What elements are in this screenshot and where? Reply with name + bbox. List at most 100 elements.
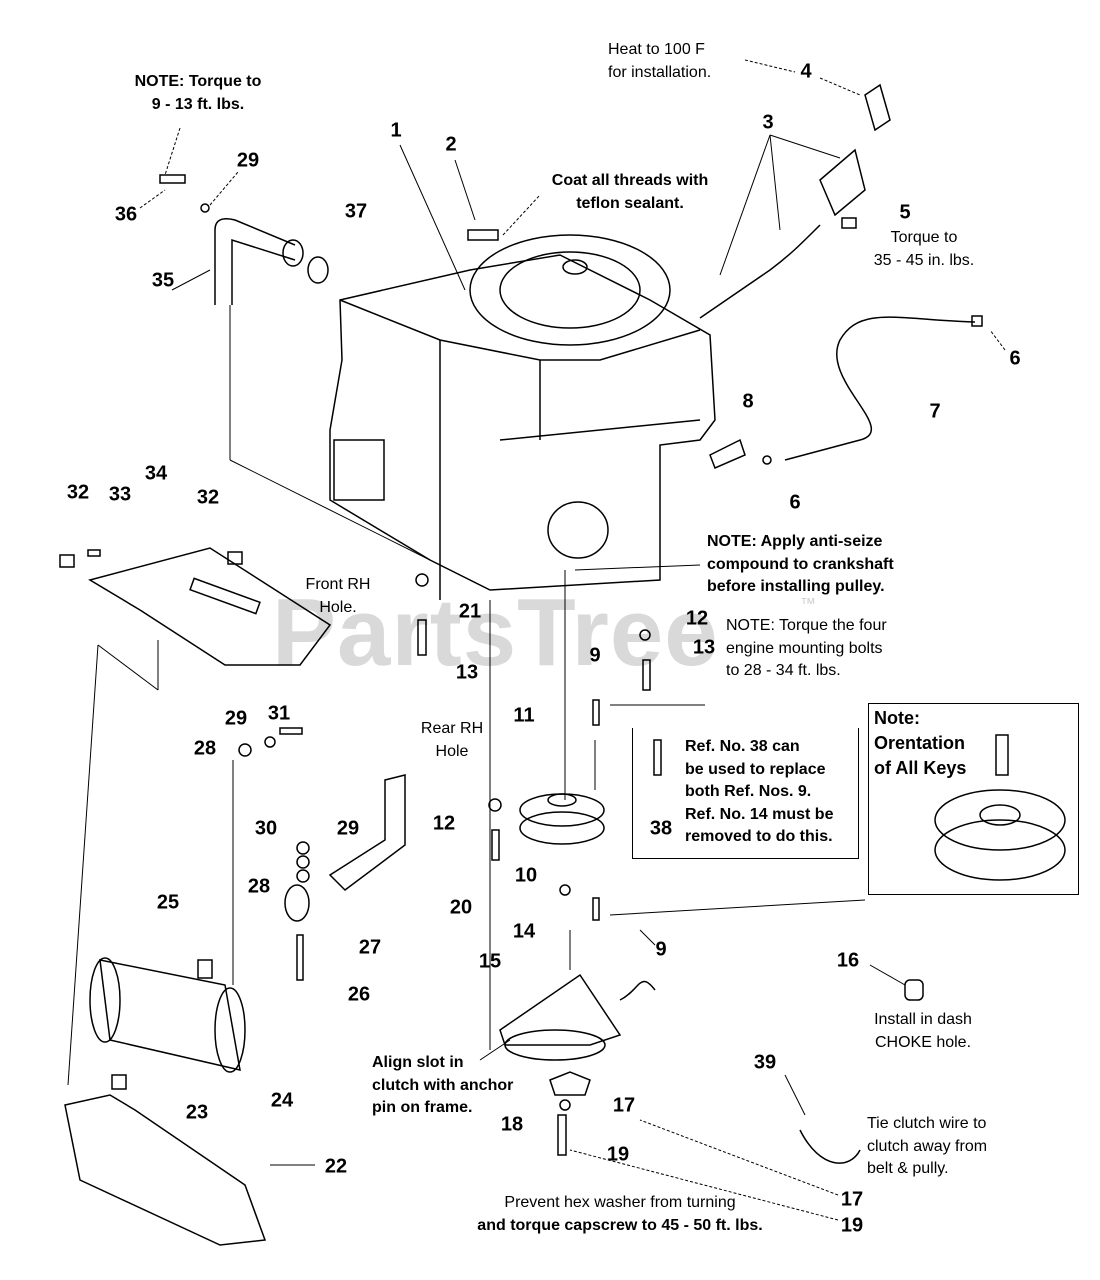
note-line: teflon sealant. (576, 194, 684, 212)
note-line: both Ref. Nos. 9. (685, 783, 812, 800)
hardware (59, 174, 983, 1164)
note-line: be used to replace (685, 760, 826, 778)
note-line: before installing pulley. (707, 578, 885, 595)
note-ref-38: Ref. No. 38 can be used to replace both … (685, 736, 833, 849)
note-rear-rh-hole: Rear RH Hole (421, 718, 483, 763)
note-line: Align slot in (372, 1054, 464, 1071)
callout-24: 24 (270, 1089, 294, 1112)
callout-6: 6 (789, 491, 801, 514)
callout-33: 33 (108, 483, 132, 506)
note-line: 9 - 13 ft. lbs. (151, 95, 245, 113)
callout-17: 17 (840, 1188, 864, 1211)
callout-38: 38 (649, 817, 673, 840)
note-hex-washer: Prevent hex washer from turning and torq… (477, 1192, 762, 1237)
callout-25: 25 (156, 891, 180, 914)
key-orientation-box (868, 703, 1079, 895)
note-line: and torque capscrew to 45 - 50 ft. lbs. (477, 1216, 763, 1234)
heat-shield-22 (64, 1094, 267, 1246)
callout-13: 13 (455, 661, 479, 684)
fuel-line-7 (784, 316, 976, 461)
note-line: CHOKE hole. (874, 1033, 972, 1051)
note-line: Tie clutch wire to (867, 1115, 987, 1132)
note-line: Front RH (305, 576, 371, 593)
callout-9: 9 (655, 938, 667, 961)
note-line: Hole (435, 742, 469, 760)
note-line: Coat all threads with (551, 172, 709, 189)
note-line: of All Keys (874, 758, 967, 778)
muffler-24 (89, 957, 246, 1073)
note-line: Note: (874, 708, 920, 728)
note-line: NOTE: Torque to (134, 73, 262, 90)
callout-35: 35 (151, 269, 175, 292)
callout-10: 10 (514, 864, 538, 887)
callout-20: 20 (449, 896, 473, 919)
callout-5: 5 (899, 201, 911, 224)
callout-15: 15 (478, 950, 502, 973)
pulley-10 (519, 793, 605, 845)
note-line: pin on frame. (372, 1099, 473, 1116)
note-line: for installation. (608, 63, 712, 81)
callout-32: 32 (196, 486, 220, 509)
callout-18: 18 (500, 1113, 524, 1136)
note-line: 35 - 45 in. lbs. (873, 251, 975, 269)
callout-21: 21 (458, 600, 482, 623)
callout-28: 28 (193, 737, 217, 760)
ref38-box (632, 728, 859, 859)
callout-19: 19 (606, 1143, 630, 1166)
note-choke: Install in dash CHOKE hole. (874, 1009, 972, 1054)
note-heat: Heat to 100 F for installation. (608, 39, 711, 84)
callout-29: 29 (336, 817, 360, 840)
callout-39: 39 (753, 1051, 777, 1074)
note-line: compound to crankshaft (707, 555, 894, 573)
callout-3: 3 (762, 111, 774, 134)
note-line: removed to do this. (685, 828, 833, 845)
exhaust-pipe-35 (214, 218, 296, 305)
callout-7: 7 (929, 400, 941, 423)
note-line: Torque to (890, 229, 958, 246)
knob-4 (864, 83, 891, 132)
callout-19: 19 (840, 1214, 864, 1237)
callout-26: 26 (347, 983, 371, 1006)
callout-22: 22 (324, 1155, 348, 1178)
callout-28: 28 (247, 875, 271, 898)
note-line: Ref. No. 38 can (685, 738, 800, 755)
callout-12: 12 (432, 812, 456, 835)
callout-34: 34 (144, 462, 168, 485)
note-line: clutch away from (867, 1137, 988, 1155)
callout-6: 6 (1009, 347, 1021, 370)
callout-14: 14 (512, 920, 536, 943)
note-line: Heat to 100 F (608, 41, 705, 58)
callout-17: 17 (612, 1094, 636, 1117)
note-line: NOTE: Apply anti-seize (707, 533, 883, 550)
callout-27: 27 (358, 936, 382, 959)
note-line: engine mounting bolts (726, 639, 883, 657)
bracket-34 (88, 547, 332, 666)
note-line: Hole. (319, 598, 357, 616)
note-line: NOTE: Torque the four (726, 617, 887, 634)
note-line: clutch with anchor (372, 1076, 514, 1094)
callout-9: 9 (589, 644, 601, 667)
callout-23: 23 (185, 1101, 209, 1124)
engine (329, 234, 716, 600)
note-front-rh-hole: Front RH Hole. (306, 574, 371, 619)
note-line: Ref. No. 14 must be (685, 805, 834, 823)
callout-12: 12 (685, 607, 709, 630)
watermark-trademark: ™ (800, 596, 816, 613)
callout-30: 30 (254, 817, 278, 840)
callout-11: 11 (513, 704, 535, 727)
callout-4: 4 (800, 60, 812, 83)
note-torque-bolt: NOTE: Torque to 9 - 13 ft. lbs. (135, 71, 262, 116)
callout-13: 13 (692, 636, 716, 659)
callout-32: 32 (66, 481, 90, 504)
note-line: Orentation (874, 733, 966, 753)
callout-29: 29 (236, 149, 260, 172)
callout-31: 31 (267, 702, 291, 725)
clutch-15 (499, 973, 656, 1061)
note-torque-in-lbs: Torque to 35 - 45 in. lbs. (874, 227, 975, 272)
note-tie-wire: Tie clutch wire to clutch away from belt… (867, 1113, 987, 1181)
callout-8: 8 (742, 390, 754, 413)
callout-37: 37 (344, 200, 368, 223)
pulley-detail (934, 734, 1066, 881)
note-line: Install in dash (874, 1011, 972, 1028)
callout-16: 16 (836, 949, 860, 972)
